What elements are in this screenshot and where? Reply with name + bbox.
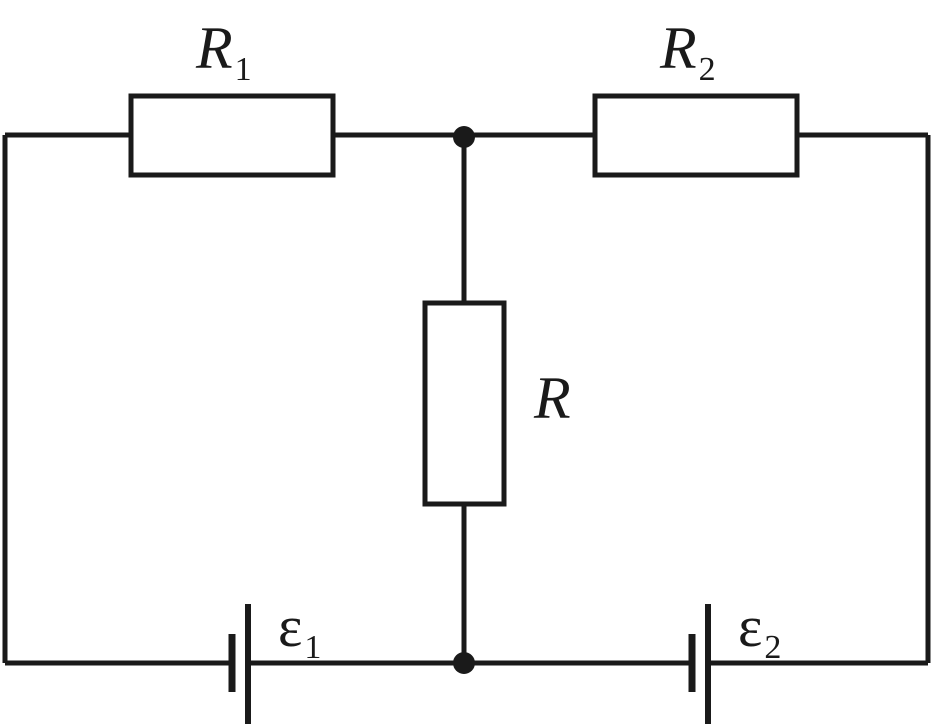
label-emf2-subscript: 2 (764, 629, 782, 666)
resistor-r1 (128, 93, 336, 178)
label-r1-symbol: R (196, 15, 233, 81)
label-r2-symbol: R (660, 15, 697, 81)
label-emf1-symbol: ε (278, 594, 303, 659)
junction-node-bottom (453, 652, 475, 674)
resistor-r2 (592, 93, 800, 178)
label-r1-subscript: 1 (234, 51, 252, 88)
resistor-r (422, 300, 507, 507)
junction-node-top (453, 126, 475, 148)
label-emf2-symbol: ε (738, 594, 763, 659)
label-emf2: ε2 (738, 598, 781, 665)
label-r: R (534, 368, 571, 428)
label-emf1-subscript: 1 (304, 629, 322, 666)
label-r-symbol: R (534, 365, 571, 431)
label-r1: R1 (196, 15, 252, 87)
label-emf1: ε1 (278, 598, 321, 665)
label-r2: R2 (660, 15, 716, 87)
label-r2-subscript: 2 (698, 51, 716, 88)
